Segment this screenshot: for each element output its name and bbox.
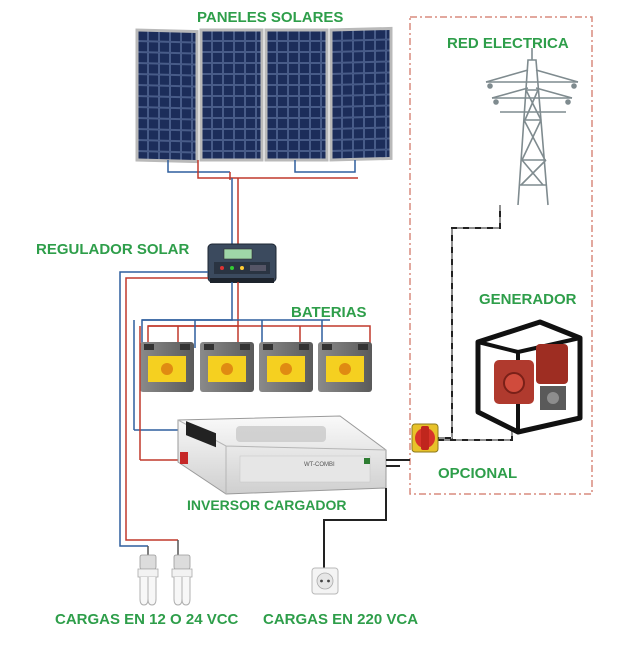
battery <box>318 342 372 392</box>
battery <box>200 342 254 392</box>
panel-wiring <box>167 160 358 248</box>
label-solar-panels: PANELES SOLARES <box>197 9 344 26</box>
battery <box>140 342 194 392</box>
ac-wiring <box>323 459 410 572</box>
label-generator: GENERADOR <box>479 291 577 308</box>
battery-inverter-wiring <box>133 320 178 461</box>
optional-switch <box>411 423 439 453</box>
solar-panel <box>264 28 329 162</box>
label-inverter: INVERSOR CARGADOR <box>187 497 347 513</box>
optional-area-border <box>409 16 593 495</box>
label-ac-loads: CARGAS EN 220 VCA <box>263 611 419 628</box>
solar-panel <box>329 26 393 162</box>
ac-outlet <box>311 567 339 595</box>
label-grid: RED ELECTRICA <box>447 35 569 52</box>
battery <box>259 342 313 392</box>
inverter-brand: WT-COMBI <box>304 462 335 468</box>
batteries <box>140 342 372 392</box>
solar-panel <box>199 28 264 162</box>
regulator-wiring <box>119 271 239 556</box>
label-optional: OPCIONAL <box>438 465 518 482</box>
inverter-charger: WT-COMBI <box>177 415 387 495</box>
grid-wiring <box>432 205 513 441</box>
power-tower <box>485 48 579 206</box>
generator <box>475 319 583 435</box>
solar-panel <box>135 28 199 164</box>
solar-panels <box>135 26 393 164</box>
label-batteries: BATERIAS <box>291 304 367 321</box>
label-dc-loads: CARGAS EN 12 O 24 VCC <box>55 611 239 628</box>
cfl-bulb <box>137 554 159 606</box>
dc-load-bulbs <box>137 554 193 606</box>
solar-regulator <box>207 243 277 283</box>
label-regulator: REGULADOR SOLAR <box>36 241 190 258</box>
cfl-bulb <box>171 554 193 606</box>
